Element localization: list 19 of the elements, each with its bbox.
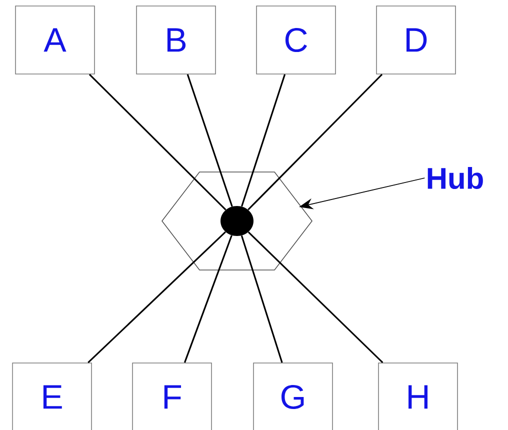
- connector-line: [240, 74, 286, 207]
- hub-label: Hub: [428, 166, 483, 189]
- station-box: C: [256, 6, 336, 74]
- connector-line: [88, 74, 226, 210]
- station-box: B: [136, 6, 216, 74]
- station-box: E: [12, 362, 92, 430]
- connector-line: [248, 232, 384, 364]
- hub-dot: [220, 206, 254, 236]
- connector-line: [186, 74, 233, 207]
- station-box: A: [15, 6, 95, 74]
- station-box: F: [132, 362, 212, 430]
- station-box: H: [378, 362, 458, 430]
- station-box: G: [253, 362, 333, 430]
- connector-line: [184, 235, 232, 363]
- connector-line: [88, 231, 226, 364]
- station-box: D: [376, 6, 456, 74]
- connector-line: [240, 235, 283, 363]
- hexagon: [162, 172, 312, 270]
- connector-line: [248, 74, 383, 210]
